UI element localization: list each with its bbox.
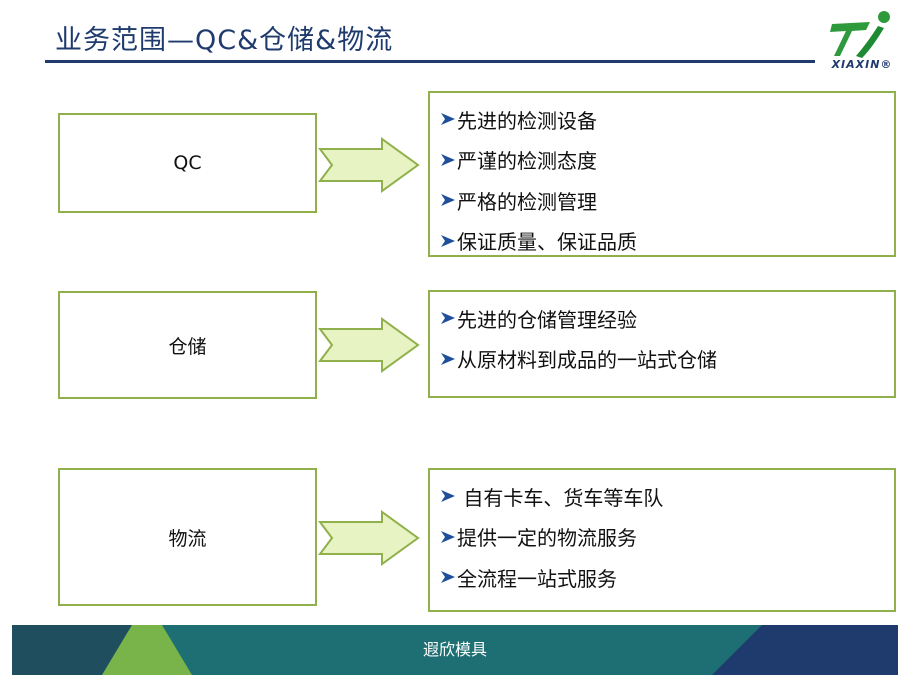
bullet-arrow-icon [441,113,455,126]
detail-box-warehousing: 先进的仓储管理经验 从原材料到成品的一站式仓储 [428,290,896,398]
bullet-arrow-icon [441,352,455,365]
right-arrow-icon [318,317,420,373]
bullet-arrow-icon [441,571,455,584]
category-box-qc: QC [58,113,317,213]
list-item: 从原材料到成品的一站式仓储 [440,339,884,380]
bullet-arrow-icon [441,490,455,503]
category-box-warehousing: 仓储 [58,291,317,399]
footer-band: 遐欣模具 [12,625,898,675]
bullet-arrow-icon [441,530,455,543]
bullet-arrow-icon [441,312,455,325]
bullet-arrow-icon [441,234,455,247]
list-item: 自有卡车、货车等车队 [440,476,884,517]
slide-title: 业务范围—QC&仓储&物流 [55,25,394,56]
list-item: 先进的检测设备 [440,99,884,140]
category-label: 物流 [168,527,207,550]
list-item: 严谨的检测态度 [440,140,884,181]
list-item: 保证质量、保证品质 [440,221,884,262]
right-arrow-icon [318,510,420,566]
xiaxin-logo-icon [830,11,890,58]
list-item: 先进的仓储管理经验 [440,298,884,339]
right-arrow-icon [318,137,420,193]
bullet-arrow-icon [441,153,455,166]
list-item: 提供一定的物流服务 [440,517,884,558]
list-item: 全流程一站式服务 [440,557,884,598]
bullet-arrow-icon [441,194,455,207]
title-rule [45,60,815,63]
list-item: 严格的检测管理 [440,180,884,221]
detail-box-logistics: 自有卡车、货车等车队 提供一定的物流服务 全流程一站式服务 [428,468,896,612]
footer-background [12,625,898,675]
category-box-logistics: 物流 [58,468,317,606]
footer-text: 遐欣模具 [422,640,487,659]
category-label: QC [173,152,202,174]
logo-text: XIAXIN® [831,58,893,71]
detail-box-qc: 先进的检测设备 严谨的检测态度 严格的检测管理 保证质量、保证品质 [428,91,896,257]
category-label: 仓储 [168,335,207,358]
